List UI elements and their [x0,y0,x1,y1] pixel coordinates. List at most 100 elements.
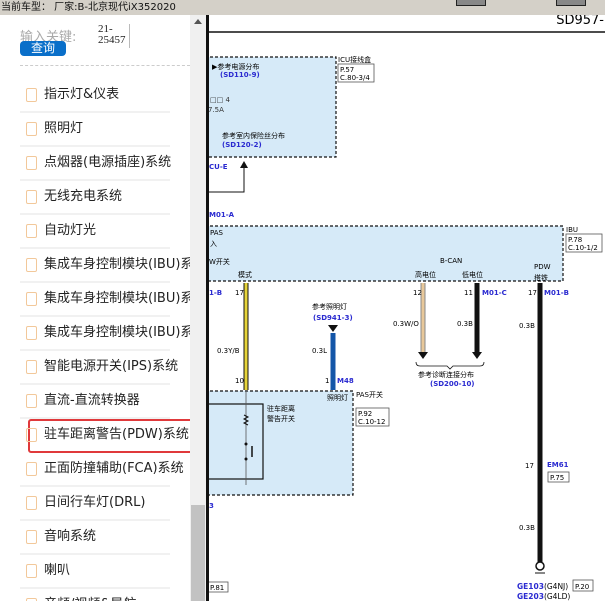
scroll-up-icon[interactable] [194,19,202,24]
sidebar-item-label: 无线充电系统 [44,189,123,204]
sidebar-item[interactable]: 集成车身控制模块(IBU)系统 [20,283,190,317]
label: 搭铁 [534,273,548,282]
fuse-number: □□ 4 [210,96,230,104]
ref-power: ▶参考电源分布 [212,62,259,71]
label: B-CAN [440,257,462,265]
svg-text:GE103(G4NJ): GE103(G4NJ) [517,582,568,591]
sidebar-item-label: 照明灯 [44,121,84,136]
conn-ref: C.10-12 [358,418,385,426]
page-ref: P.92 [358,410,372,418]
document-icon [26,122,37,136]
page-ref: P.20 [575,583,589,591]
sidebar-item[interactable]: 集成车身控制模块(IBU)系统 [20,317,190,351]
conn-label: CU-E [209,163,228,171]
document-icon [26,530,37,544]
document-icon [26,292,37,306]
label: 警告开关 [267,414,295,423]
search-input[interactable]: 21-25457 [98,24,130,48]
document-icon [26,394,37,408]
arrow-down-icon [328,325,338,332]
ref-link[interactable]: (SD200-10) [430,380,475,388]
sidebar-item[interactable]: 智能电源开关(IPS)系统 [20,351,178,385]
pane-divider[interactable] [206,15,209,601]
page-box [565,233,603,253]
conn-ref: C.10-1/2 [568,244,598,252]
wire-spec: 0.3B [457,320,473,328]
toolbar-button[interactable] [456,0,486,6]
sidebar-item-label: 集成车身控制模块(IBU)系统 [44,291,190,306]
sidebar-item-label: 音频/视频&导航 [44,589,137,601]
document-icon [26,258,37,272]
page-box [572,579,594,592]
brace [415,361,485,370]
ibu-box [209,225,564,282]
ground-note: (G4LD) [544,592,570,601]
sidebar-item-label: 点烟器(电源插座)系统 [44,155,172,170]
ref-link[interactable]: (SD110-9) [220,71,260,79]
page-box [209,581,229,593]
toolbar-button[interactable] [556,0,586,6]
sidebar-item-label: 喇叭 [44,563,71,578]
wire-spec: 0.3B [519,524,535,532]
sidebar-item[interactable]: 集成车身控制模块(IBU)系统 [20,249,190,283]
top-bar: 当前车型： 厂家:B-北京现代iX352020 [0,0,605,15]
wiring-diagram: SD957- ▶参考电源分布 (SD110-9) □□ 4 7.5A 参考室内保… [209,15,605,601]
wire-spec: 0.3B [519,322,535,330]
sidebar-item[interactable]: 无线充电系统 [20,181,170,215]
sidebar-item-label: 直流-直流转换器 [44,393,140,408]
ref-link[interactable]: (SD941-3) [313,314,353,322]
ref-diag: 参考诊断连接分布 [418,370,474,379]
label: 高电位 [415,270,436,279]
sidebar-item-label: 集成车身控制模块(IBU)系统 [44,325,190,340]
sidebar-item-label: 自动灯光 [44,223,97,238]
switch-icon [244,442,248,446]
sidebar: 输入关键: 21-25457 查询 指示灯&仪表照明灯点烟器(电源插座)系统无线… [0,15,190,601]
label: PAS [210,229,224,237]
sidebar-item[interactable]: 驻车距离警告(PDW)系统 [26,419,190,453]
sidebar-item[interactable]: 音响系统 [20,521,170,555]
switch-box [209,403,264,480]
arrow-up-icon [240,161,248,168]
ref-fuse: 参考室内保险丝分布 [222,131,285,140]
label: 驻车距离 [267,404,295,413]
sidebar-item[interactable]: 自动灯光 [20,215,170,249]
document-icon [26,496,37,510]
conn-label: EM61 [547,461,569,469]
document-icon [26,428,37,442]
pin: 17 [525,462,534,470]
document-icon [26,88,37,102]
page-box [547,471,570,483]
ref-lamp: 参考照明灯 [312,302,347,311]
sidebar-item[interactable]: 照明灯 [20,113,170,147]
ground-note: (G4NJ) [544,582,568,591]
feed-line [209,165,245,193]
sidebar-item-label: 正面防撞辅助(FCA)系统 [44,461,184,476]
scrollbar[interactable] [190,15,206,601]
label: 照明灯 [327,393,348,402]
conn-ref: C.80-3/4 [340,74,370,82]
sidebar-item[interactable]: 指示灯&仪表 [20,79,170,113]
ref-link[interactable]: (SD120-2) [222,141,262,149]
document-icon [26,598,37,601]
wire-spec: 0.3L [312,347,327,355]
ibu-title: IBU [566,226,578,234]
arrow-down-icon [418,352,428,359]
sidebar-item[interactable]: 点烟器(电源插座)系统 [20,147,172,181]
sidebar-item[interactable]: 音频/视频&导航 [20,589,170,601]
conn-label: M48 [337,377,354,385]
sidebar-item[interactable]: 喇叭 [20,555,170,589]
current-vehicle: 当前车型： 厂家:B-北京现代iX352020 [1,2,176,13]
document-icon [26,360,37,374]
document-icon [26,564,37,578]
page-ref: P.81 [210,584,224,592]
scroll-thumb[interactable] [191,505,205,601]
search-button[interactable]: 查询 [20,41,66,56]
label: 模式 [238,270,252,279]
sidebar-item[interactable]: 日间行车灯(DRL) [20,487,170,521]
pas-switch-box [209,390,354,496]
page-ref: P.78 [568,236,582,244]
label: PDW [534,263,551,271]
sidebar-item[interactable]: 正面防撞辅助(FCA)系统 [20,453,184,487]
sidebar-item[interactable]: 直流-直流转换器 [20,385,170,419]
divider [20,65,190,66]
